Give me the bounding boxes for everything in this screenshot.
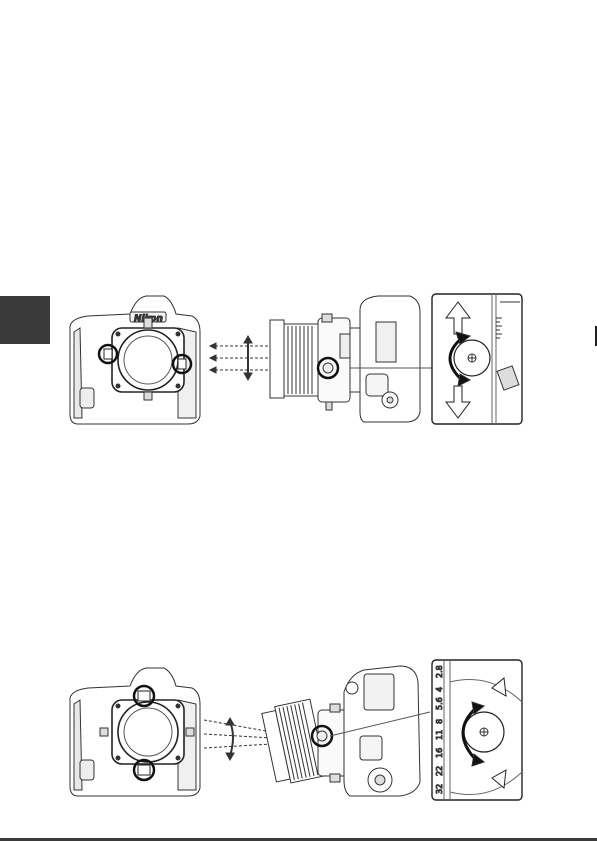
tilt-direction-arrows xyxy=(204,718,272,760)
aperture-value: 8 xyxy=(435,719,444,724)
shift-direction-arrows xyxy=(210,336,274,380)
aperture-value: 11 xyxy=(435,730,444,740)
aperture-value: 2.8 xyxy=(435,665,444,678)
tilt-knob-detail-icon: 32 22 16 11 8 5.6 4 2.8 xyxy=(432,660,522,800)
camera-front-icon: Nikon xyxy=(70,296,200,424)
section-tab xyxy=(0,296,50,344)
aperture-value: 22 xyxy=(435,766,444,776)
shift-knob-detail-icon xyxy=(432,294,522,424)
tilt-illustration: 32 22 16 11 8 5.6 4 2.8 xyxy=(60,652,530,802)
aperture-value: 16 xyxy=(435,748,444,758)
aperture-value: 32 xyxy=(435,784,444,794)
camera-front-icon xyxy=(70,668,200,796)
aperture-value: 4 xyxy=(435,687,444,692)
lens-side-icon xyxy=(270,296,432,422)
aperture-value: 5.6 xyxy=(435,697,444,710)
lens-tilted-icon xyxy=(261,666,430,796)
shift-illustration: Nikon xyxy=(60,288,530,428)
